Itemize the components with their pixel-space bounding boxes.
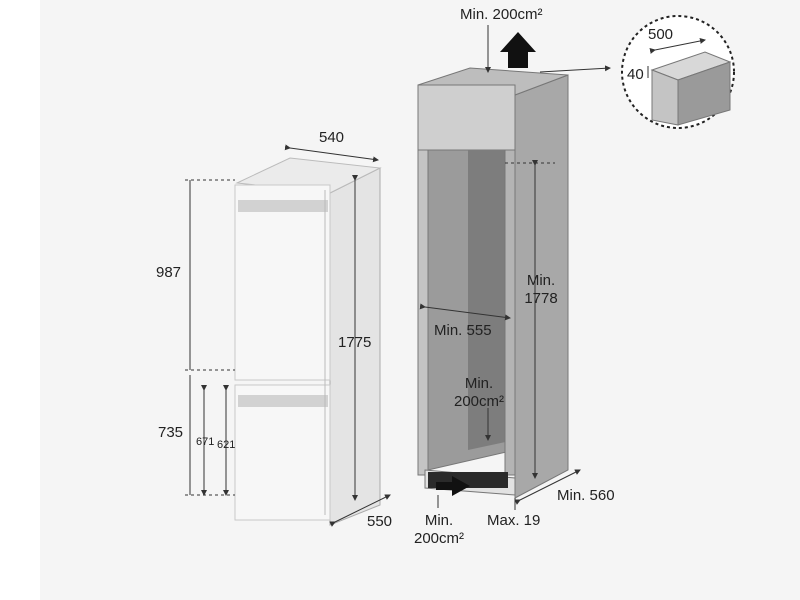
rear-vent-label: Min. 200cm²: [444, 375, 514, 411]
rear-vent-line1: Min.: [464, 375, 494, 392]
bottom-vent-line1: Min.: [424, 512, 454, 529]
height-987-label: 987: [156, 264, 182, 281]
inner-height-label: Min. 1778: [521, 272, 561, 308]
cabinet-depth-label: Min. 560: [557, 487, 615, 504]
rear-vent-line2: 200cm²: [453, 393, 505, 410]
depth-550-label: 550: [367, 513, 393, 530]
detail-circle: [621, 15, 735, 129]
inner-width-label: Min. 555: [434, 322, 492, 339]
inner-height-line2: 1778: [524, 290, 558, 307]
height-621-label: 621: [217, 439, 236, 451]
cabinet-dimension-lines: [419, 25, 611, 510]
height-1775-label: 1775: [338, 334, 372, 351]
bottom-vent-label: Min. 200cm²: [404, 512, 474, 548]
cabinet-drawing: [417, 67, 569, 499]
appliance-dimension-lines: [185, 144, 391, 527]
detail-500-label: 500: [648, 26, 674, 43]
bottom-vent-line2: 200cm²: [413, 530, 465, 547]
width-540-label: 540: [319, 129, 345, 146]
cabinet-vent-arrows: [436, 32, 536, 496]
inner-height-line1: Min.: [526, 272, 556, 289]
top-vent-label: Min. 200cm²: [460, 6, 543, 23]
height-671-label: 671: [196, 436, 215, 448]
plinth-gap-label: Max. 19: [487, 512, 541, 529]
height-735-label: 735: [158, 424, 184, 441]
detail-40-label: 40: [627, 66, 644, 83]
